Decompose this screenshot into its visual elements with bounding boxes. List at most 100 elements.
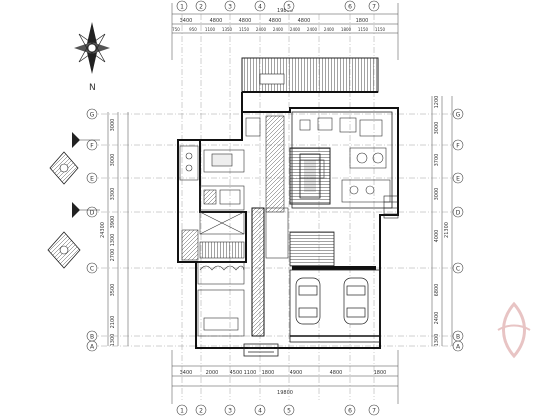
right-dimension: 2400 xyxy=(434,312,440,325)
grid-number-bottom-6-circle xyxy=(344,404,356,416)
grid-letter-right-B-circle xyxy=(452,330,464,342)
bottom-total-dimension: 19800 xyxy=(277,390,293,396)
grid-letter-right-D-circle xyxy=(452,206,464,218)
grid-letter-right-E-circle xyxy=(452,172,464,184)
grid-number-bottom-4: 4 xyxy=(258,408,262,415)
left-dimension: 3000 xyxy=(110,119,116,132)
staircase xyxy=(289,231,376,270)
grid-letter-left-B-circle xyxy=(86,330,98,342)
grid-number-bottom-3-circle xyxy=(224,404,236,416)
top-sub-dimension: 750 xyxy=(172,27,180,32)
service-rooms xyxy=(181,185,245,285)
grid-letter-right-G-circle xyxy=(452,108,464,120)
grid-number-bottom-2-circle xyxy=(195,404,207,416)
grid-letter-left-A: A xyxy=(90,344,95,351)
grid-number-top-6: 6 xyxy=(348,4,352,11)
corridor xyxy=(251,207,289,337)
top-total-dimension: 19800 xyxy=(277,8,293,14)
grid-number-top-6-circle xyxy=(344,0,356,12)
bottom-dimension: 1100 xyxy=(244,370,257,376)
section-marker-2 xyxy=(47,231,81,269)
left-dimension: 3000 xyxy=(110,154,116,167)
grid-letter-left-G-circle xyxy=(86,108,98,120)
grid-letter-right-E: E xyxy=(456,176,460,183)
bottom-dimension: 4800 xyxy=(330,370,343,376)
grid-number-top-4: 4 xyxy=(258,4,262,11)
side-entry xyxy=(383,195,399,219)
left-dimension: 1300 xyxy=(110,334,116,347)
right-dimension: 3000 xyxy=(434,188,440,201)
top-dimension: 1800 xyxy=(356,18,369,24)
north-arrow xyxy=(74,22,110,74)
grid-letter-left-C-circle xyxy=(86,262,98,274)
grid-letter-right-G: G xyxy=(456,112,461,119)
grid-number-top-1: 1 xyxy=(180,4,184,11)
top-sub-dimension: 950 xyxy=(189,27,197,32)
front-porch xyxy=(243,343,279,357)
bottom-dimension: 1800 xyxy=(374,370,387,376)
central-hall xyxy=(289,147,331,205)
left-dimension: 1300 xyxy=(110,234,116,247)
grid-letter-left-E-circle xyxy=(86,172,98,184)
grid-letter-left-G: G xyxy=(90,112,95,119)
right-total-dimension: 21300 xyxy=(444,222,450,238)
grid-number-top-1-circle xyxy=(176,0,188,12)
right-dimension: 1300 xyxy=(434,334,440,347)
upper-roof-block xyxy=(241,57,379,93)
right-dimension-chain xyxy=(431,96,453,346)
top-dimension: 4800 xyxy=(210,18,223,24)
grid-number-bottom-5-circle xyxy=(283,404,295,416)
grid-number-bottom-5: 5 xyxy=(287,408,291,415)
grid-number-bottom-7-circle xyxy=(368,404,380,416)
grid-letter-left-B: B xyxy=(90,334,94,341)
grid-number-bottom-7: 7 xyxy=(372,408,376,415)
top-sub-dimension: 1100 xyxy=(205,27,216,32)
left-dimension-chain xyxy=(107,112,129,346)
level-marker-2 xyxy=(72,202,100,218)
left-dimension: 2700 xyxy=(110,249,116,262)
grid-number-top-3-circle xyxy=(224,0,236,12)
top-sub-dimension: 2400 xyxy=(324,27,335,32)
left-dimension: 3500 xyxy=(110,284,116,297)
grid-number-top-4-circle xyxy=(254,0,266,12)
top-sub-dimension: 2400 xyxy=(290,27,301,32)
left-dimension-labels: 3000300033003900130027003500210013002430… xyxy=(100,119,116,347)
grid-number-top-7-circle xyxy=(368,0,380,12)
grid-letter-left-E: E xyxy=(90,176,94,183)
top-sub-dimension: 1150 xyxy=(239,27,250,32)
left-dimension: 3900 xyxy=(110,216,116,229)
grid-number-top-7: 7 xyxy=(372,4,376,11)
left-dimension: 3300 xyxy=(110,188,116,201)
top-sub-dimension: 2400 xyxy=(273,27,284,32)
grid-number-bottom-2: 2 xyxy=(199,408,203,415)
grid-number-top-2: 2 xyxy=(199,4,203,11)
right-dimension: 6800 xyxy=(434,284,440,297)
top-dimension: 4800 xyxy=(239,18,252,24)
top-dimension: 4800 xyxy=(269,18,282,24)
right-dimension: 4000 xyxy=(434,230,440,243)
top-sub-dimension: 1150 xyxy=(375,27,386,32)
garage xyxy=(289,269,381,343)
grid-number-top-2-circle xyxy=(195,0,207,12)
grid-number-top-3: 3 xyxy=(228,4,232,11)
left-total-dimension: 24300 xyxy=(100,222,106,238)
top-dimension-chain xyxy=(171,3,399,60)
right-dimension: 1200 xyxy=(434,96,440,109)
grid-number-bottom-3: 3 xyxy=(228,408,232,415)
grid-letter-right-F: F xyxy=(456,143,460,150)
grid-letter-right-C: C xyxy=(456,266,460,273)
grid-letter-right-D: D xyxy=(456,210,461,217)
car-left xyxy=(295,277,321,325)
top-sub-dimension: 1150 xyxy=(358,27,369,32)
top-sub-dimension: 1350 xyxy=(222,27,233,32)
bottom-dimension: 4900 xyxy=(290,370,303,376)
grid-letter-left-D-circle xyxy=(86,206,98,218)
top-sub-dimension: 1800 xyxy=(341,27,352,32)
